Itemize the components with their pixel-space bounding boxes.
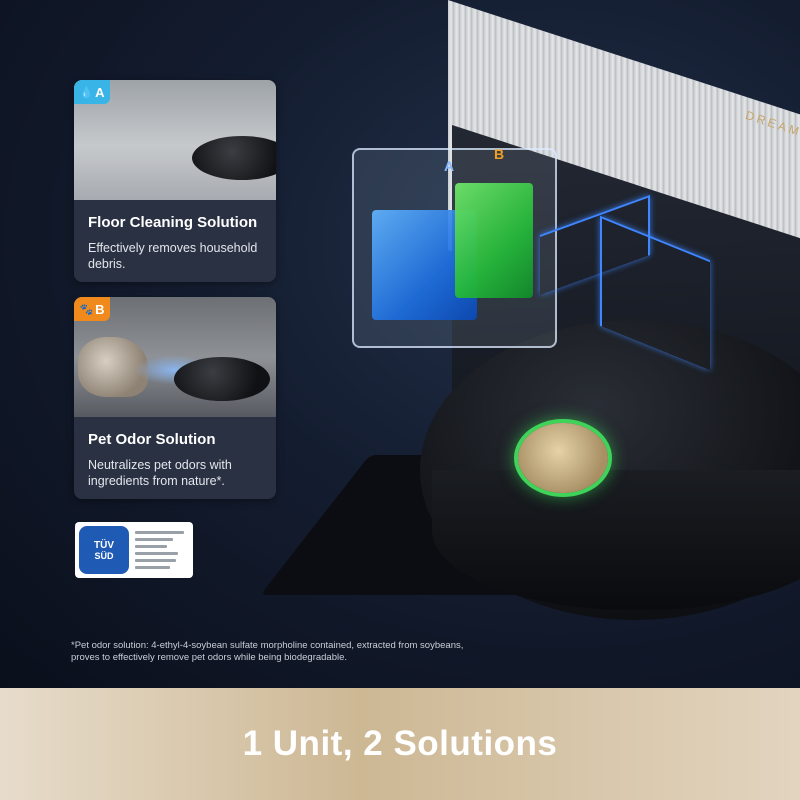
card-floor-cleaning: 💧 A Floor Cleaning Solution Effectively … xyxy=(74,80,276,282)
robot-photo xyxy=(174,357,270,401)
floor-cleaning-photo: 💧 A xyxy=(74,80,276,200)
card-b-title: Pet Odor Solution xyxy=(88,431,216,448)
tank-compartment-b xyxy=(455,183,533,298)
tag-a: 💧 A xyxy=(74,80,110,104)
robot-photo xyxy=(192,136,276,180)
card-a-description: Effectively removes household debris. xyxy=(88,241,258,271)
badge-fine-print xyxy=(129,531,189,569)
seal-sub: SÜD xyxy=(94,550,114,561)
footnote: *Pet odor solution: 4-ethyl-4-soybean su… xyxy=(71,640,464,663)
card-b-description: Neutralizes pet odors with ingredients f… xyxy=(88,458,232,488)
product-scene: DREAME A B 💧 A Floor Cleaning Solution E… xyxy=(0,0,800,688)
tag-b: 🐾 B xyxy=(74,297,110,321)
robot-vacuum-side xyxy=(432,470,800,610)
seal-text: TÜV xyxy=(94,539,114,551)
robot-control-button xyxy=(518,423,608,493)
certification-badge: TÜV SÜD xyxy=(75,522,193,578)
tag-a-letter: A xyxy=(95,84,105,100)
card-a-title: Floor Cleaning Solution xyxy=(88,214,258,231)
tank-label-a: A xyxy=(444,158,455,174)
tag-b-letter: B xyxy=(95,301,105,317)
tuv-seal-icon: TÜV SÜD xyxy=(79,526,129,574)
card-pet-odor: 🐾 B Pet Odor Solution Neutralizes pet od… xyxy=(74,297,276,499)
bottom-banner: 1 Unit, 2 Solutions xyxy=(0,688,800,800)
tank-label-b: B xyxy=(494,146,505,162)
paw-icon: 🐾 xyxy=(79,303,94,316)
pet-odor-photo: 🐾 B xyxy=(74,297,276,417)
water-drop-icon: 💧 xyxy=(79,86,94,99)
banner-title: 1 Unit, 2 Solutions xyxy=(242,724,558,763)
